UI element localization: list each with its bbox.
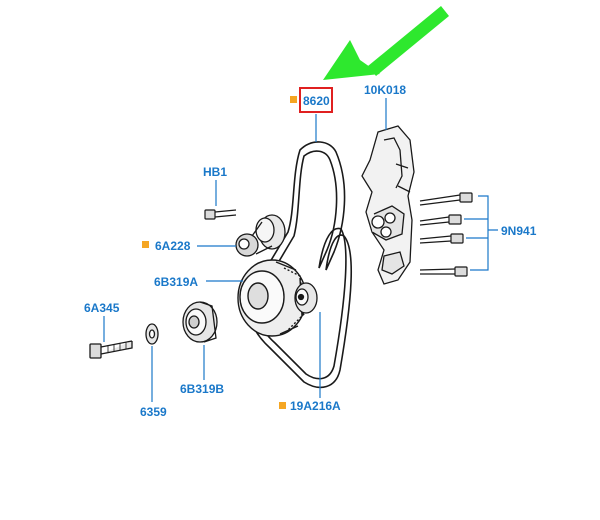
- pulley-damper: [182, 301, 218, 343]
- bracket-bolt: [419, 233, 464, 244]
- bracket-bolt: [419, 192, 473, 206]
- leader-lines: [103, 98, 498, 402]
- idler-marker: [279, 402, 286, 409]
- belt-marker: [290, 96, 297, 103]
- callout-tensioner[interactable]: 6A228: [155, 239, 191, 253]
- small-bolt: [204, 209, 237, 220]
- bracket-bolts: [419, 192, 473, 277]
- washer: [145, 323, 159, 345]
- green-pointer-arrow: [323, 6, 449, 80]
- long-bolt: [89, 340, 133, 359]
- bracket-bolt: [419, 266, 468, 277]
- callout-small-bolt[interactable]: HB1: [203, 165, 227, 179]
- tensioner-pulley: [235, 214, 286, 257]
- callout-washer[interactable]: 6359: [140, 405, 167, 419]
- crankshaft-pulley: [237, 259, 307, 337]
- idler-pulley: [294, 282, 318, 314]
- callout-long-bolt[interactable]: 6A345: [84, 301, 120, 315]
- callout-belt[interactable]: 8620: [303, 94, 330, 108]
- leader-bracket-bolts: [464, 195, 498, 271]
- callout-crank-pulley[interactable]: 6B319A: [154, 275, 198, 289]
- tensioner-marker: [142, 241, 149, 248]
- callout-bracket-bolts[interactable]: 9N941: [501, 224, 537, 238]
- accessory-bracket: [361, 125, 415, 285]
- belt-callout-highlight: [299, 87, 333, 113]
- callout-damper[interactable]: 6B319B: [180, 382, 224, 396]
- callout-idler[interactable]: 19A216A: [290, 399, 341, 413]
- callout-bracket[interactable]: 10K018: [364, 83, 406, 97]
- bracket-bolt: [419, 214, 462, 226]
- callout-labels: 8620 10K018 HB1 6A228 6B319A 6A345 6359 …: [84, 83, 537, 419]
